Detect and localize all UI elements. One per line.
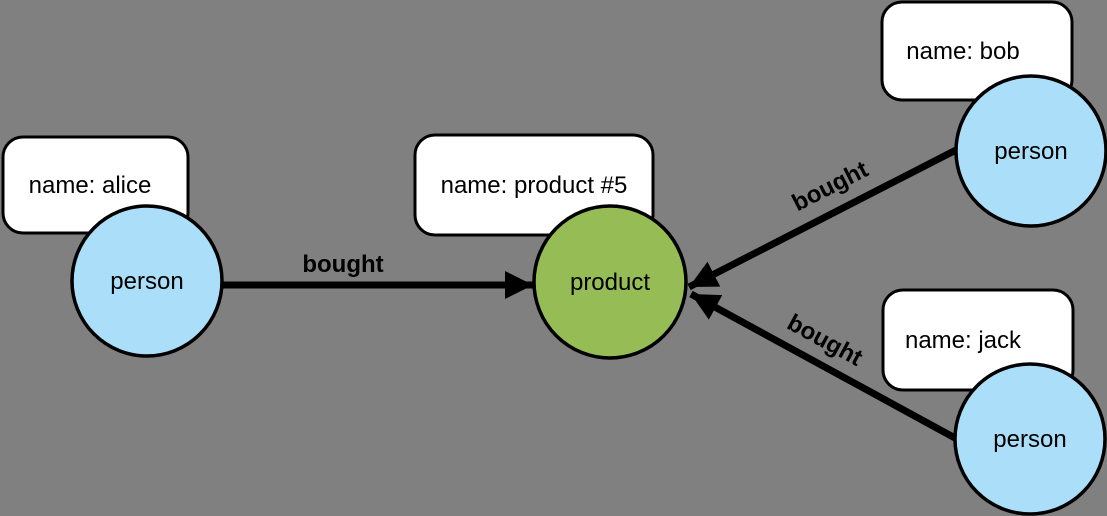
- node-label: person: [994, 138, 1067, 165]
- node-person-jack: person: [953, 362, 1107, 516]
- property-text-bob: name: bob: [906, 38, 1019, 65]
- edge-label-bought: bought: [302, 251, 383, 278]
- property-text-alice: name: alice: [29, 172, 152, 199]
- edge-line: [689, 290, 957, 442]
- node-label: person: [110, 268, 183, 295]
- node-person-bob: person: [954, 74, 1107, 228]
- person-node-circle: [953, 362, 1107, 516]
- product-node-circle: [532, 204, 688, 360]
- property-box-product: name: product #5: [413, 133, 655, 237]
- edge-alice-bought-product: bought: [222, 251, 533, 299]
- property-text-jack: name: jack: [905, 327, 1022, 354]
- node-label: product: [570, 269, 650, 296]
- node-product: product: [532, 204, 688, 360]
- node-person-alice: person: [70, 204, 224, 358]
- property-text-product: name: product #5: [441, 172, 628, 199]
- person-node-circle: [954, 74, 1107, 228]
- edge-line: [687, 146, 958, 291]
- person-node-circle: [70, 204, 224, 358]
- node-label: person: [993, 426, 1066, 453]
